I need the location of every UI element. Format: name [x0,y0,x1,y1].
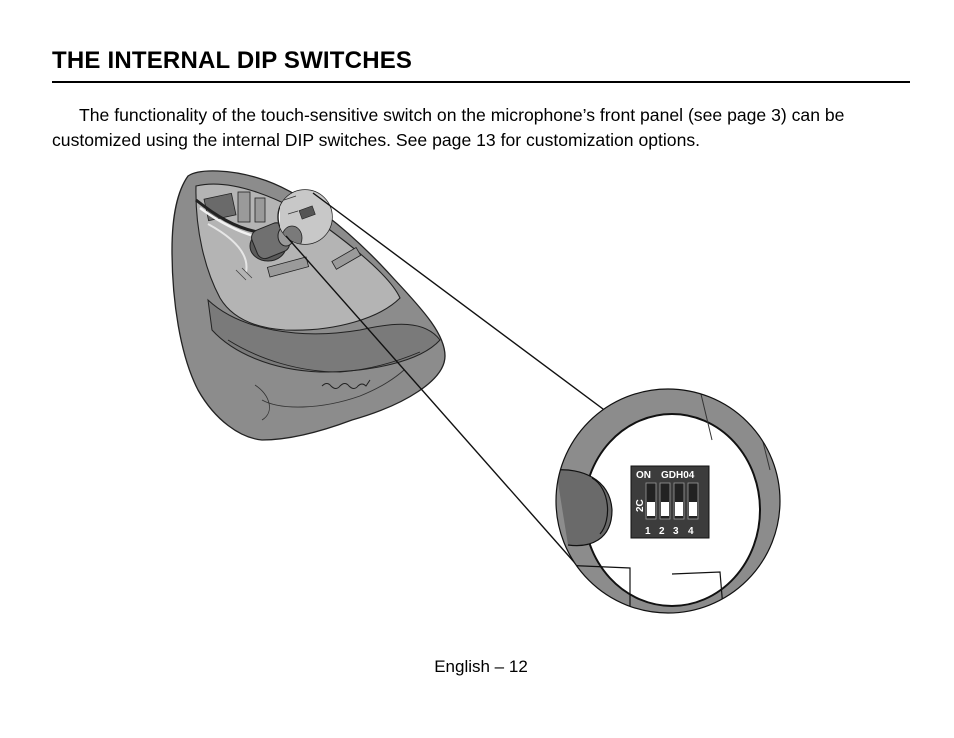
dip-number-4: 4 [688,526,694,537]
dip-part-label: GDH04 [661,470,695,481]
page-number: English – 12 [434,657,528,676]
dip-on-label: ON [636,470,651,481]
page-footer: English – 12 [0,657,954,677]
title-divider [52,81,910,83]
microphone-housing [171,170,446,441]
page-title: THE INTERNAL DIP SWITCHES [52,47,413,74]
dip-number-3: 3 [673,526,679,537]
dip-switch-toggles [645,482,699,520]
dip-number-2: 2 [659,526,665,537]
dip-switch-location-circle [277,189,333,245]
dip-side-label: 2C [635,499,646,512]
dip-number-1: 1 [645,526,651,537]
dip-switch-zoom: ON GDH04 2C 1 2 3 4 [555,388,781,614]
intro-paragraph: The functionality of the touch-sensitive… [52,105,845,150]
